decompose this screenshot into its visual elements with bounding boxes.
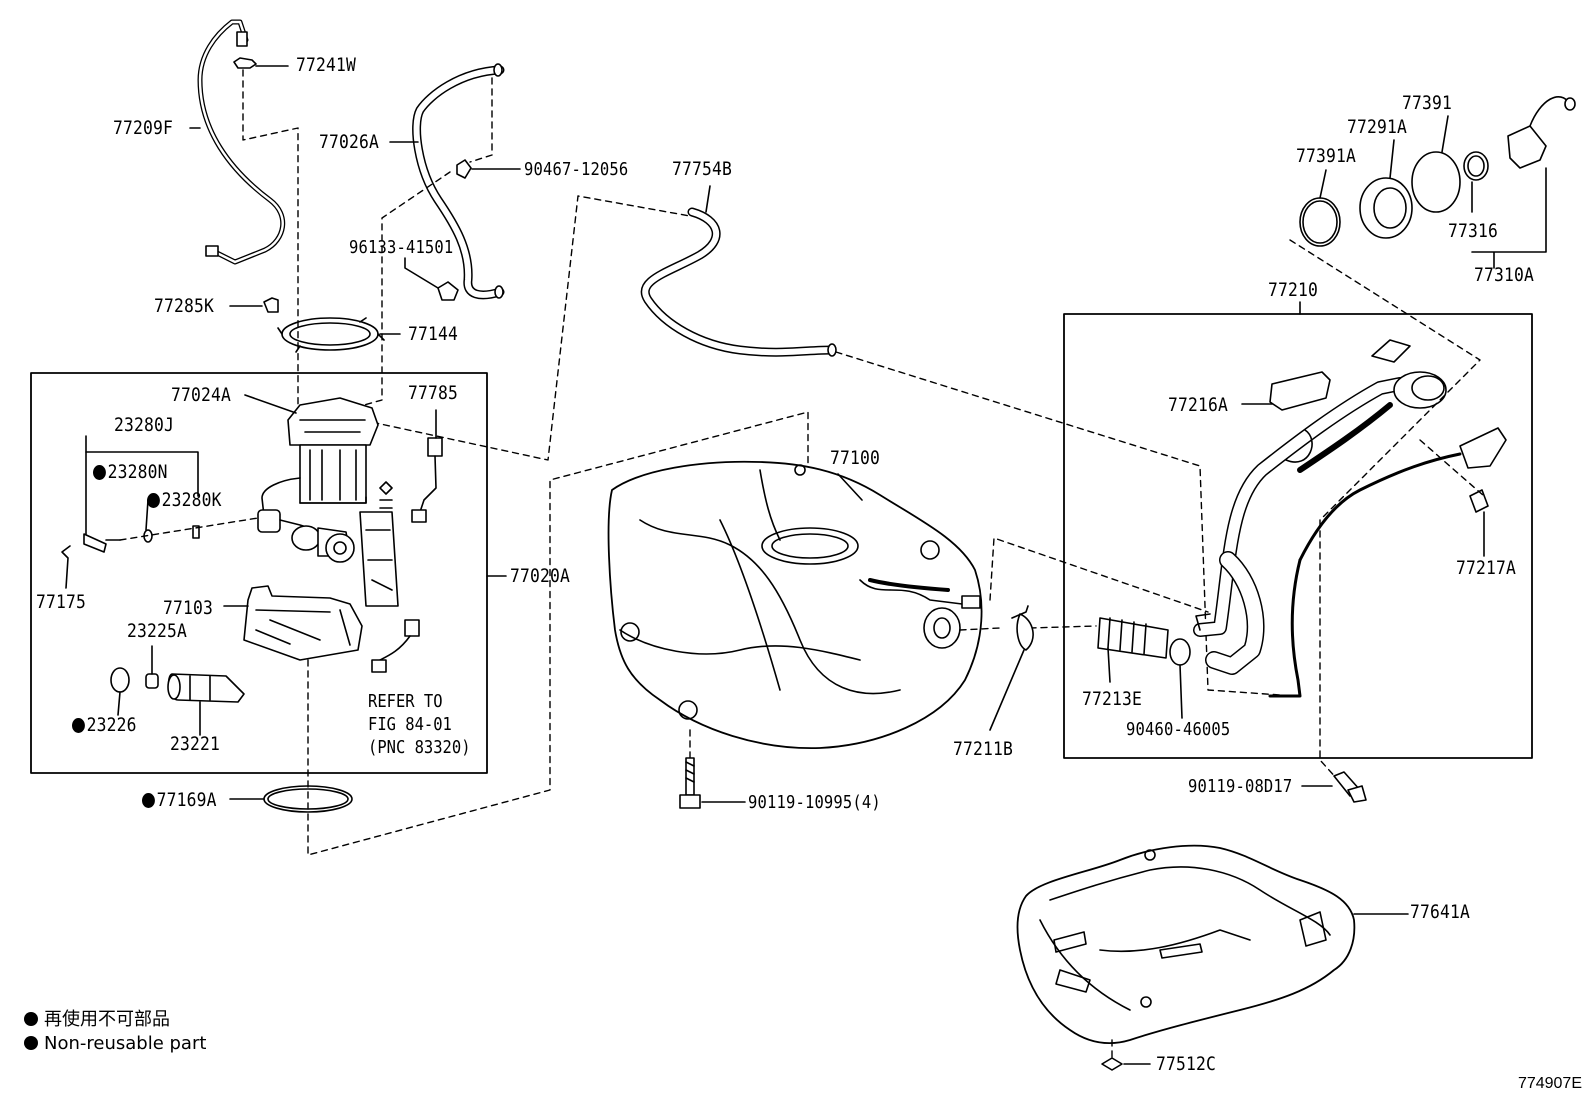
label-77210: 77210: [1268, 279, 1319, 301]
label-77641A: 77641A: [1410, 901, 1471, 923]
label-77291A: 77291A: [1347, 116, 1408, 138]
non-reusable-marker: [24, 1012, 38, 1026]
bolt-90119-10995: [679, 757, 701, 809]
refer-note: REFER TO FIG 84-01 (PNC 83320): [368, 691, 471, 758]
sender-wire-77209F: [197, 19, 286, 265]
legend-english: Non-reusable part: [24, 1034, 206, 1054]
vent-tube-77026A: [412, 63, 505, 300]
hose-77754B: [640, 207, 837, 357]
label-96133-41501: 96133-41501: [349, 237, 454, 258]
fuel-pump-module-77024A: [287, 397, 379, 504]
label-23226: 23226: [72, 714, 137, 736]
diagram-id: 774907E: [1517, 1075, 1582, 1092]
label-23221: 23221: [170, 733, 221, 755]
oring-23226: [110, 667, 130, 693]
pin-77175: [61, 545, 71, 589]
protector-77641A: [1016, 844, 1356, 1045]
label-77024A: 77024A: [171, 384, 232, 406]
non-reusable-marker: [142, 793, 155, 808]
cap-assembly: [1299, 96, 1576, 247]
bracket-77103: [243, 585, 363, 661]
bracket-upper: [1371, 339, 1411, 363]
label-23225A: 23225A: [127, 620, 188, 642]
non-reusable-marker: [93, 465, 106, 480]
retainer-ring-77144: [277, 317, 385, 353]
label-23280K: 23280K: [147, 489, 222, 511]
label-77144: 77144: [408, 323, 459, 345]
label-23280J: 23280J: [114, 414, 175, 436]
non-reusable-marker: [72, 718, 85, 733]
filler-pipe-assembly-frame: [1063, 313, 1533, 759]
label-77241W: 77241W: [296, 54, 357, 76]
clamp-77211B: [1016, 613, 1034, 651]
pump-internals: [257, 477, 399, 607]
grommet-96133: [437, 281, 459, 301]
label-77310A: 77310A: [1474, 264, 1535, 286]
label-77391: 77391: [1402, 92, 1453, 114]
label-77209F: 77209F: [113, 117, 174, 139]
label-77754B: 77754B: [672, 158, 733, 180]
filler-pipe-77210: [1193, 371, 1507, 698]
label-77020A: 77020A: [510, 565, 571, 587]
legend-chinese: 再使用不可部品: [24, 1010, 170, 1030]
label-77211B: 77211B: [953, 738, 1014, 760]
non-reusable-marker: [147, 493, 160, 508]
lid-77216A: [1269, 371, 1331, 411]
fuel-sender-77785: [411, 437, 443, 523]
label-77316: 77316: [1448, 220, 1499, 242]
label-77512C: 77512C: [1156, 1053, 1217, 1075]
label-77217A: 77217A: [1456, 557, 1517, 579]
label-90467-12056: 90467-12056: [524, 159, 629, 180]
grommet-77512C: [1101, 1057, 1123, 1071]
label-23280N: 23280N: [93, 461, 168, 483]
fuel-tank-77100: [607, 460, 983, 749]
label-77100: 77100: [830, 447, 881, 469]
wire-connector: [371, 619, 420, 673]
pump-23221: [167, 673, 245, 703]
filter-23280J: [83, 435, 200, 553]
label-77169A: 77169A: [142, 789, 217, 811]
label-77785: 77785: [408, 382, 459, 404]
bolt-90119-08D17: [1333, 771, 1367, 803]
clip-77285K: [263, 297, 279, 313]
non-reusable-marker: [24, 1036, 38, 1050]
label-90460-46005: 90460-46005: [1126, 719, 1231, 740]
clip-77241W: [233, 57, 257, 69]
clip-77217A: [1469, 489, 1489, 513]
cushion-23225A: [145, 673, 159, 689]
clamp-90460: [1169, 638, 1191, 666]
fuel-pump-assembly-frame: [30, 372, 488, 774]
label-77103: 77103: [163, 597, 214, 619]
label-77285K: 77285K: [154, 295, 215, 317]
label-90119-08D17: 90119-08D17: [1188, 776, 1293, 797]
label-77026A: 77026A: [319, 131, 380, 153]
label-77213E: 77213E: [1082, 688, 1143, 710]
label-77391A: 77391A: [1296, 145, 1357, 167]
clip-90467: [456, 159, 472, 179]
label-90119-10995: 90119-10995(4): [748, 792, 881, 813]
label-77175: 77175: [36, 591, 87, 613]
hose-77213E: [1097, 617, 1169, 659]
label-77216A: 77216A: [1168, 394, 1229, 416]
